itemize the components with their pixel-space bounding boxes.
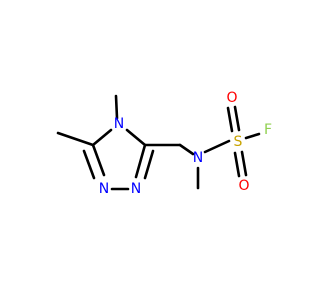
bond-n-methyl [114, 94, 119, 120]
atom-n-amine: N [193, 150, 203, 166]
bond-c5-n-left [91, 143, 106, 177]
atom-n-ring-left: N [99, 181, 109, 197]
bond-c5-methyl [56, 131, 95, 147]
bond-s-o-bottom-2 [240, 150, 248, 177]
atom-n-ring-right: N [131, 181, 141, 197]
bond-s-o-top [226, 106, 234, 133]
bond-s-o-top-2 [233, 105, 241, 132]
bond-n-right-c3 [134, 143, 147, 179]
bond-n-right-c3-2 [143, 149, 155, 180]
atom-n-ring-top: N [114, 116, 124, 132]
bond-c5-n-left-2 [82, 149, 96, 180]
atom-s-sulfonyl: S [234, 134, 243, 150]
bond-group [56, 94, 261, 191]
atom-o-top: O [226, 90, 237, 106]
atom-labels: N N N N S O O F [99, 90, 272, 197]
bond-ring-n-c3 [125, 128, 147, 147]
bond-s-o-bottom [233, 151, 241, 178]
bond-ch2-n [178, 143, 195, 156]
structure-svg: N N N N S O O F [56, 90, 272, 197]
bond-ring-n-c5 [91, 128, 113, 147]
atom-f: F [264, 122, 272, 138]
atom-o-bottom: O [238, 178, 249, 194]
bond-s-f [244, 132, 261, 140]
bond-n-s [203, 139, 231, 154]
molecule-diagram: N N N N S O O F [56, 90, 272, 197]
